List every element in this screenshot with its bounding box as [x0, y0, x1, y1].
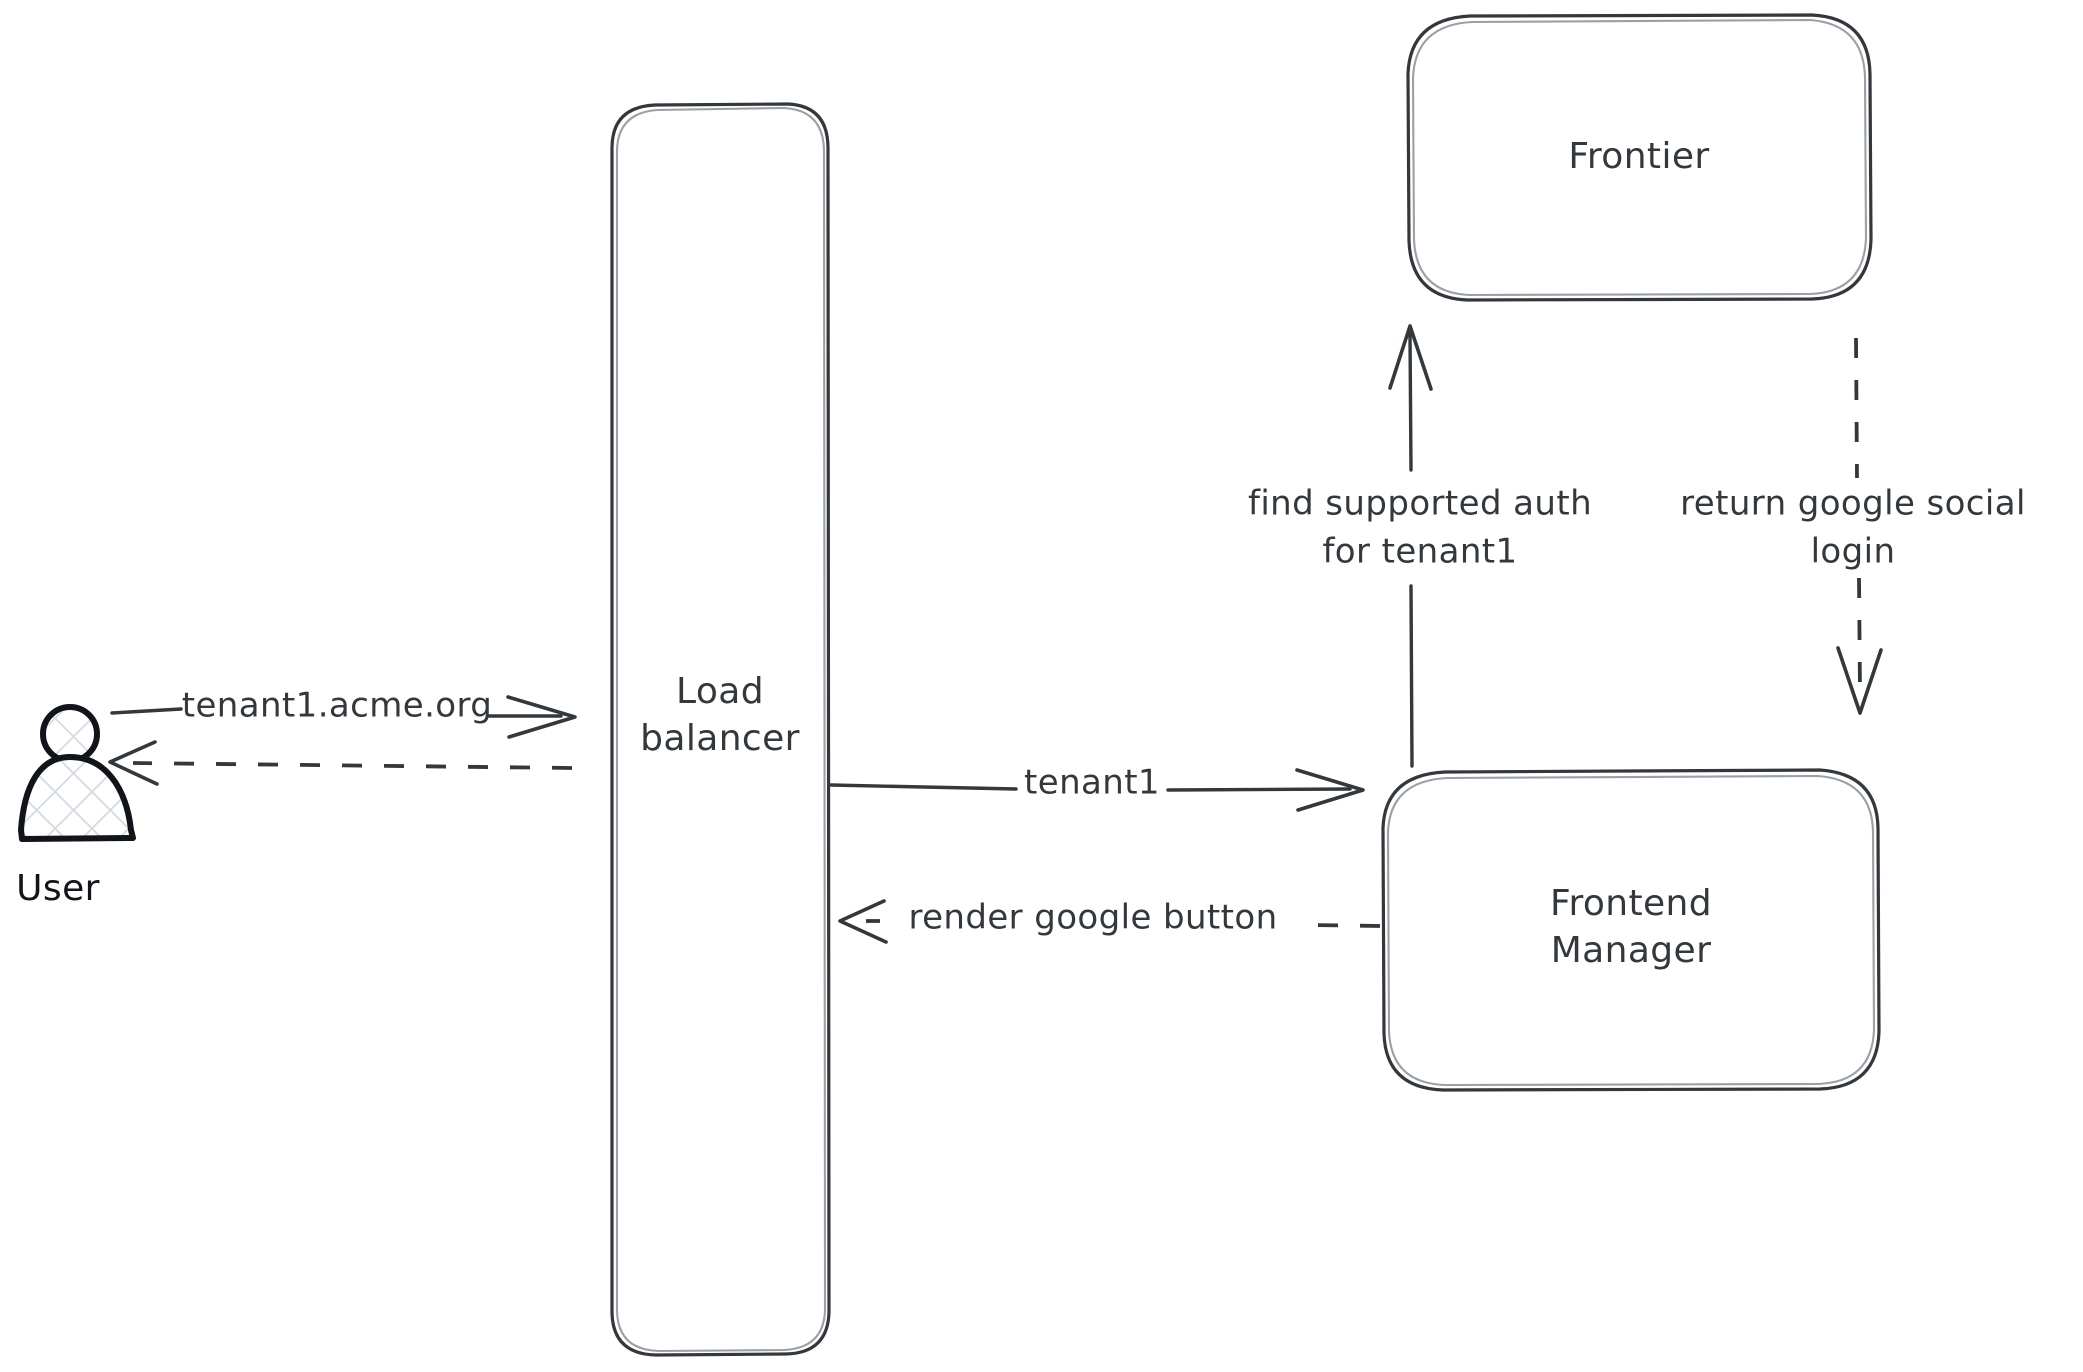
- edge-frontend-manager-to-load-balancer[interactable]: render google button: [838, 898, 1381, 944]
- edge-fm-frontier-line-upper: [1408, 332, 1413, 472]
- node-load-balancer[interactable]: Load balancer: [610, 102, 831, 1357]
- frontend-manager-outline: [1381, 768, 1881, 1092]
- edge-fm-frontier-arrowhead: [1388, 324, 1433, 391]
- edge-frontier-fm-line-lower: [1857, 577, 1862, 693]
- frontier-label: Frontier: [1568, 136, 1709, 177]
- edge-fm-lb-label: render google button: [908, 898, 1277, 938]
- edge-frontier-fm-line-upper: [1854, 337, 1859, 479]
- frontend-manager-label-line1: Frontend: [1550, 883, 1712, 924]
- edge-frontend-manager-to-frontier[interactable]: find supported auth for tenant1: [1248, 324, 1592, 768]
- node-frontier[interactable]: Frontier: [1406, 13, 1873, 302]
- edge-lb-fm-arrowhead: [1295, 768, 1365, 812]
- frontend-manager-outline-sketch: [1386, 774, 1876, 1087]
- frontier-outline-sketch: [1411, 18, 1868, 297]
- edge-fm-frontier-label-line2: for tenant1: [1322, 532, 1517, 572]
- edge-fm-lb-arrowhead: [838, 899, 888, 944]
- node-frontend-manager[interactable]: Frontend Manager: [1381, 768, 1881, 1092]
- edge-user-lb-arrowhead: [506, 695, 577, 739]
- edge-user-lb-label: tenant1.acme.org: [182, 686, 493, 726]
- load-balancer-outline: [610, 102, 831, 1357]
- edge-lb-user-arrowhead: [108, 740, 159, 786]
- edge-lb-fm-line-left: [829, 783, 1018, 791]
- load-balancer-label-line1: Load: [676, 671, 764, 712]
- edge-load-balancer-to-frontend-manager[interactable]: tenant1: [829, 763, 1365, 812]
- edge-fm-frontier-label-line1: find supported auth: [1248, 484, 1592, 524]
- user-label: User: [16, 868, 100, 909]
- edge-frontier-fm-label-line1: return google social: [1680, 484, 2026, 524]
- user-actor-icon[interactable]: User: [16, 704, 136, 909]
- edge-frontier-fm-arrowhead: [1836, 646, 1883, 715]
- edge-load-balancer-to-user[interactable]: [108, 740, 573, 786]
- edge-frontier-to-frontend-manager[interactable]: return google social login: [1680, 337, 2026, 715]
- edge-lb-fm-line-right: [1166, 787, 1352, 792]
- edge-lb-fm-label: tenant1: [1024, 763, 1160, 803]
- edge-lb-user-line: [132, 761, 573, 770]
- edge-user-lb-line-left: [110, 707, 183, 715]
- edge-frontier-fm-label-line2: login: [1811, 532, 1896, 572]
- edge-user-to-load-balancer[interactable]: tenant1.acme.org: [110, 686, 577, 739]
- load-balancer-label-line2: balancer: [640, 718, 800, 759]
- frontier-outline: [1406, 13, 1873, 302]
- frontend-manager-label-line2: Manager: [1551, 930, 1712, 971]
- edge-fm-lb-line-right: [1311, 923, 1381, 928]
- edge-fm-frontier-line-lower: [1409, 584, 1414, 768]
- load-balancer-outline-sketch: [615, 106, 827, 1353]
- user-head-icon: [40, 704, 100, 764]
- user-body-icon: [18, 754, 136, 842]
